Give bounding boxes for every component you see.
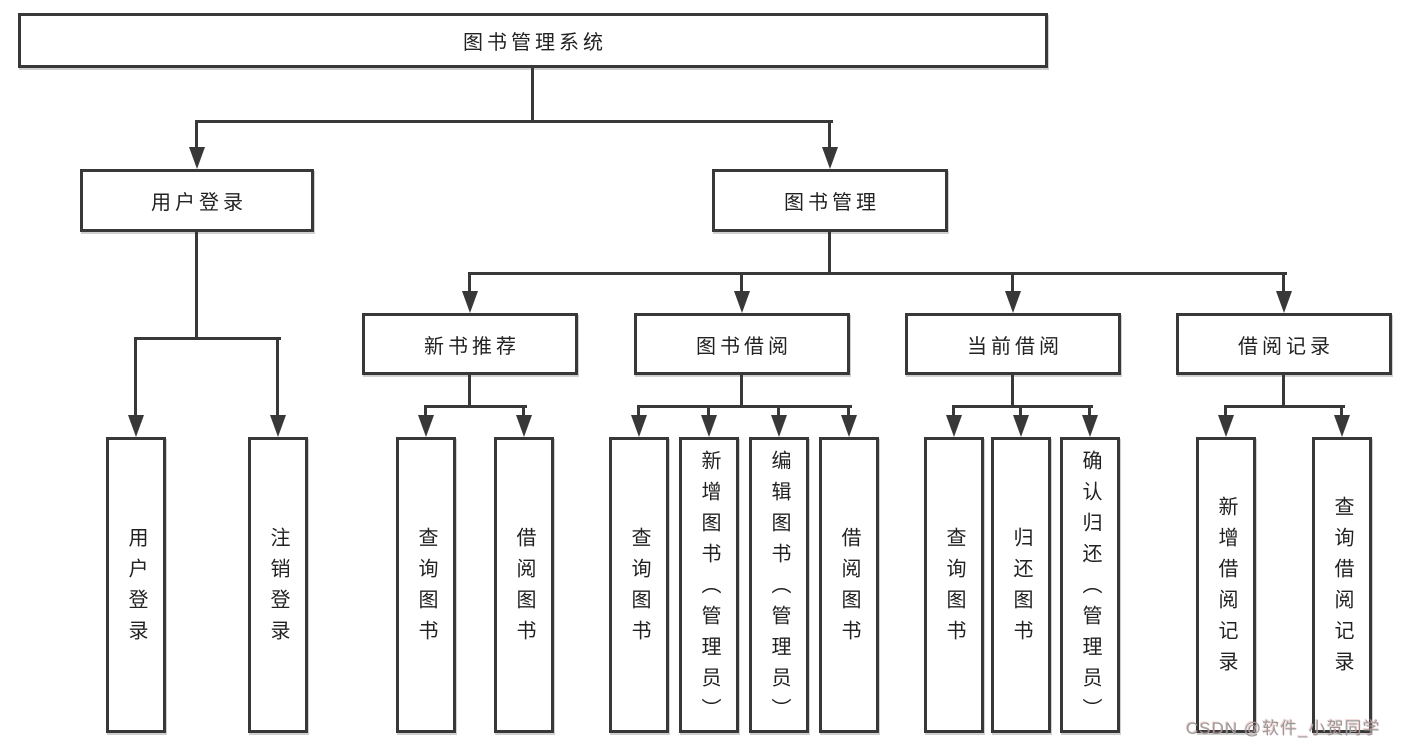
- connector-segment: [468, 375, 471, 407]
- connector-segment: [952, 405, 1093, 408]
- arrowhead-down-icon: [128, 415, 144, 437]
- connector-segment: [1282, 272, 1285, 295]
- arrowhead-down-icon: [418, 415, 434, 437]
- connector-segment: [134, 337, 137, 420]
- arrowhead-down-icon: [1013, 415, 1029, 437]
- connector-segment: [195, 120, 198, 150]
- arrowhead-down-icon: [734, 291, 750, 313]
- arrowhead-down-icon: [1334, 415, 1350, 437]
- arrowhead-down-icon: [631, 415, 647, 437]
- arrowhead-down-icon: [771, 415, 787, 437]
- arrowhead-down-icon: [1276, 291, 1292, 313]
- leaf-borrow-books-recommend: 借阅图书: [494, 437, 554, 733]
- leaf-user-login: 用户登录: [106, 437, 166, 733]
- connector-segment: [777, 405, 780, 420]
- connector-segment: [1282, 375, 1285, 407]
- arrowhead-down-icon: [1218, 415, 1234, 437]
- node-borrow-records: 借阅记录: [1176, 313, 1392, 375]
- connector-segment: [1011, 272, 1014, 295]
- arrowhead-down-icon: [701, 415, 717, 437]
- connector-segment: [1340, 405, 1343, 420]
- arrowhead-down-icon: [1005, 291, 1021, 313]
- node-book-borrow: 图书借阅: [634, 313, 850, 375]
- connector-segment: [522, 405, 525, 420]
- leaf-query-books-borrow: 查询图书: [609, 437, 669, 733]
- watermark: CSDN @软件_小贺同学: [1186, 719, 1381, 738]
- arrowhead-down-icon: [841, 415, 857, 437]
- node-system: 图书管理系统: [18, 13, 1048, 68]
- arrowhead-down-icon: [516, 415, 532, 437]
- leaf-query-books-recommend: 查询图书: [396, 437, 456, 733]
- leaf-query-borrow-record: 查询借阅记录: [1312, 437, 1372, 733]
- connector-segment: [1011, 375, 1014, 407]
- leaf-borrow-books: 借阅图书: [819, 437, 879, 733]
- connector-segment: [707, 405, 710, 420]
- node-user-login: 用户登录: [80, 169, 314, 232]
- connector-segment: [276, 337, 279, 420]
- leaf-logout: 注销登录: [248, 437, 308, 733]
- node-new-book-recommend: 新书推荐: [362, 313, 578, 375]
- connector-segment: [1224, 405, 1345, 408]
- arrowhead-down-icon: [946, 415, 962, 437]
- arrowhead-down-icon: [189, 147, 205, 169]
- node-book-management: 图书管理: [712, 169, 948, 232]
- connector-segment: [637, 405, 640, 420]
- leaf-add-books-admin: 新增图书（管理员）: [679, 437, 739, 733]
- connector-segment: [847, 405, 850, 420]
- connector-segment: [828, 232, 831, 274]
- connector-segment: [424, 405, 427, 420]
- connector-segment: [468, 272, 471, 295]
- connector-segment: [195, 120, 833, 123]
- connector-segment: [740, 375, 743, 407]
- connector-segment: [134, 337, 281, 340]
- connector-segment: [1019, 405, 1022, 420]
- node-current-borrow: 当前借阅: [905, 313, 1121, 375]
- connector-segment: [468, 272, 1287, 275]
- arrowhead-down-icon: [1082, 415, 1098, 437]
- connector-segment: [828, 120, 831, 150]
- connector-segment: [1224, 405, 1227, 420]
- connector-segment: [424, 405, 527, 408]
- connector-segment: [637, 405, 852, 408]
- connector-segment: [952, 405, 955, 420]
- leaf-confirm-return-admin: 确认归还（管理员）: [1060, 437, 1120, 733]
- leaf-query-books-current: 查询图书: [924, 437, 984, 733]
- leaf-add-borrow-record: 新增借阅记录: [1196, 437, 1256, 733]
- arrowhead-down-icon: [270, 415, 286, 437]
- arrowhead-down-icon: [822, 147, 838, 169]
- connector-segment: [531, 68, 534, 122]
- leaf-edit-books-admin: 编辑图书（管理员）: [749, 437, 809, 733]
- connector-segment: [1088, 405, 1091, 420]
- connector-segment: [740, 272, 743, 295]
- arrowhead-down-icon: [462, 291, 478, 313]
- connector-segment: [195, 232, 198, 339]
- leaf-return-books: 归还图书: [991, 437, 1051, 733]
